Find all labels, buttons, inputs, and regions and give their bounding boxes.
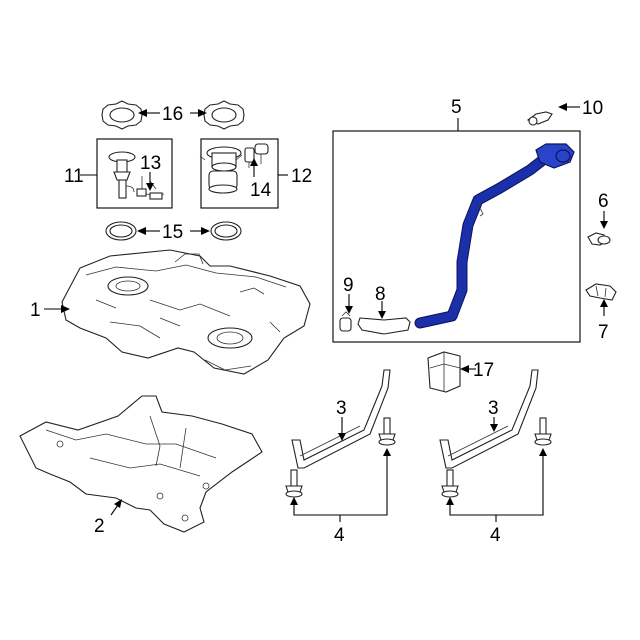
callout-1: 1 bbox=[30, 300, 41, 321]
strap-bolt-2[interactable] bbox=[378, 417, 396, 446]
callout-15-leader bbox=[137, 227, 210, 235]
filler-bolt[interactable] bbox=[587, 232, 611, 246]
callout-16-leader bbox=[138, 109, 207, 117]
strap-bolt-3[interactable] bbox=[441, 469, 459, 498]
callout-8: 8 bbox=[375, 284, 386, 305]
callout-13-leader bbox=[146, 172, 154, 191]
callout-5: 5 bbox=[451, 97, 462, 118]
callout-2-leader bbox=[110, 499, 122, 516]
gasket-left[interactable] bbox=[105, 221, 137, 241]
callout-12: 12 bbox=[291, 166, 312, 187]
callout-3a-leader bbox=[338, 417, 346, 441]
callout-8-leader bbox=[378, 301, 386, 319]
callout-9-leader bbox=[345, 294, 353, 314]
callout-11: 11 bbox=[64, 166, 84, 187]
lock-ring-right[interactable] bbox=[203, 100, 245, 130]
callout-10: 10 bbox=[582, 98, 603, 119]
fuel-sender-box bbox=[200, 138, 279, 209]
tank-strap-left[interactable] bbox=[291, 369, 391, 469]
callout-4b-bracket bbox=[446, 448, 547, 522]
callout-14-leader bbox=[250, 158, 258, 177]
fuel-filler-pipe[interactable] bbox=[414, 143, 575, 329]
callout-15: 15 bbox=[162, 222, 183, 243]
strap-bolt-4[interactable] bbox=[534, 417, 552, 446]
callout-2: 2 bbox=[94, 516, 105, 537]
callout-6: 6 bbox=[598, 191, 609, 212]
filler-hose[interactable] bbox=[357, 317, 411, 335]
callout-6-leader bbox=[600, 211, 608, 229]
callout-7-leader bbox=[600, 299, 608, 316]
callout-3b: 3 bbox=[488, 398, 499, 419]
control-module[interactable] bbox=[427, 351, 461, 393]
callout-4b: 4 bbox=[490, 525, 501, 546]
filler-pipe-box bbox=[332, 130, 581, 343]
callout-10-leader bbox=[558, 103, 580, 111]
callout-7: 7 bbox=[598, 322, 609, 343]
cap-tether[interactable] bbox=[526, 111, 553, 126]
fuel-pump-assembly[interactable] bbox=[108, 151, 136, 199]
strap-bolt-1[interactable] bbox=[285, 469, 303, 498]
callout-3a: 3 bbox=[336, 398, 347, 419]
tank-strap-right[interactable] bbox=[439, 369, 539, 469]
fuel-level-sensor[interactable] bbox=[136, 176, 165, 200]
callout-16: 16 bbox=[162, 104, 183, 125]
check-valve[interactable] bbox=[244, 143, 269, 168]
callout-4a-bracket bbox=[290, 448, 391, 522]
fuel-tank[interactable] bbox=[61, 249, 311, 375]
retaining-clip[interactable] bbox=[585, 283, 617, 301]
callout-14: 14 bbox=[250, 180, 272, 201]
hose-clamp[interactable] bbox=[339, 311, 352, 332]
fuel-pump-box bbox=[96, 138, 173, 209]
fuel-sender-unit[interactable] bbox=[199, 146, 243, 194]
callout-17: 17 bbox=[473, 360, 494, 381]
gasket-right[interactable] bbox=[210, 221, 242, 241]
callout-3b-leader bbox=[490, 417, 498, 432]
heat-shield[interactable] bbox=[19, 395, 263, 533]
callout-4a: 4 bbox=[334, 525, 345, 546]
callout-17-leader bbox=[460, 365, 476, 373]
callout-1-leader bbox=[44, 305, 70, 313]
callout-13: 13 bbox=[140, 153, 161, 174]
callout-9: 9 bbox=[343, 275, 354, 296]
lock-ring-left[interactable] bbox=[101, 100, 143, 130]
